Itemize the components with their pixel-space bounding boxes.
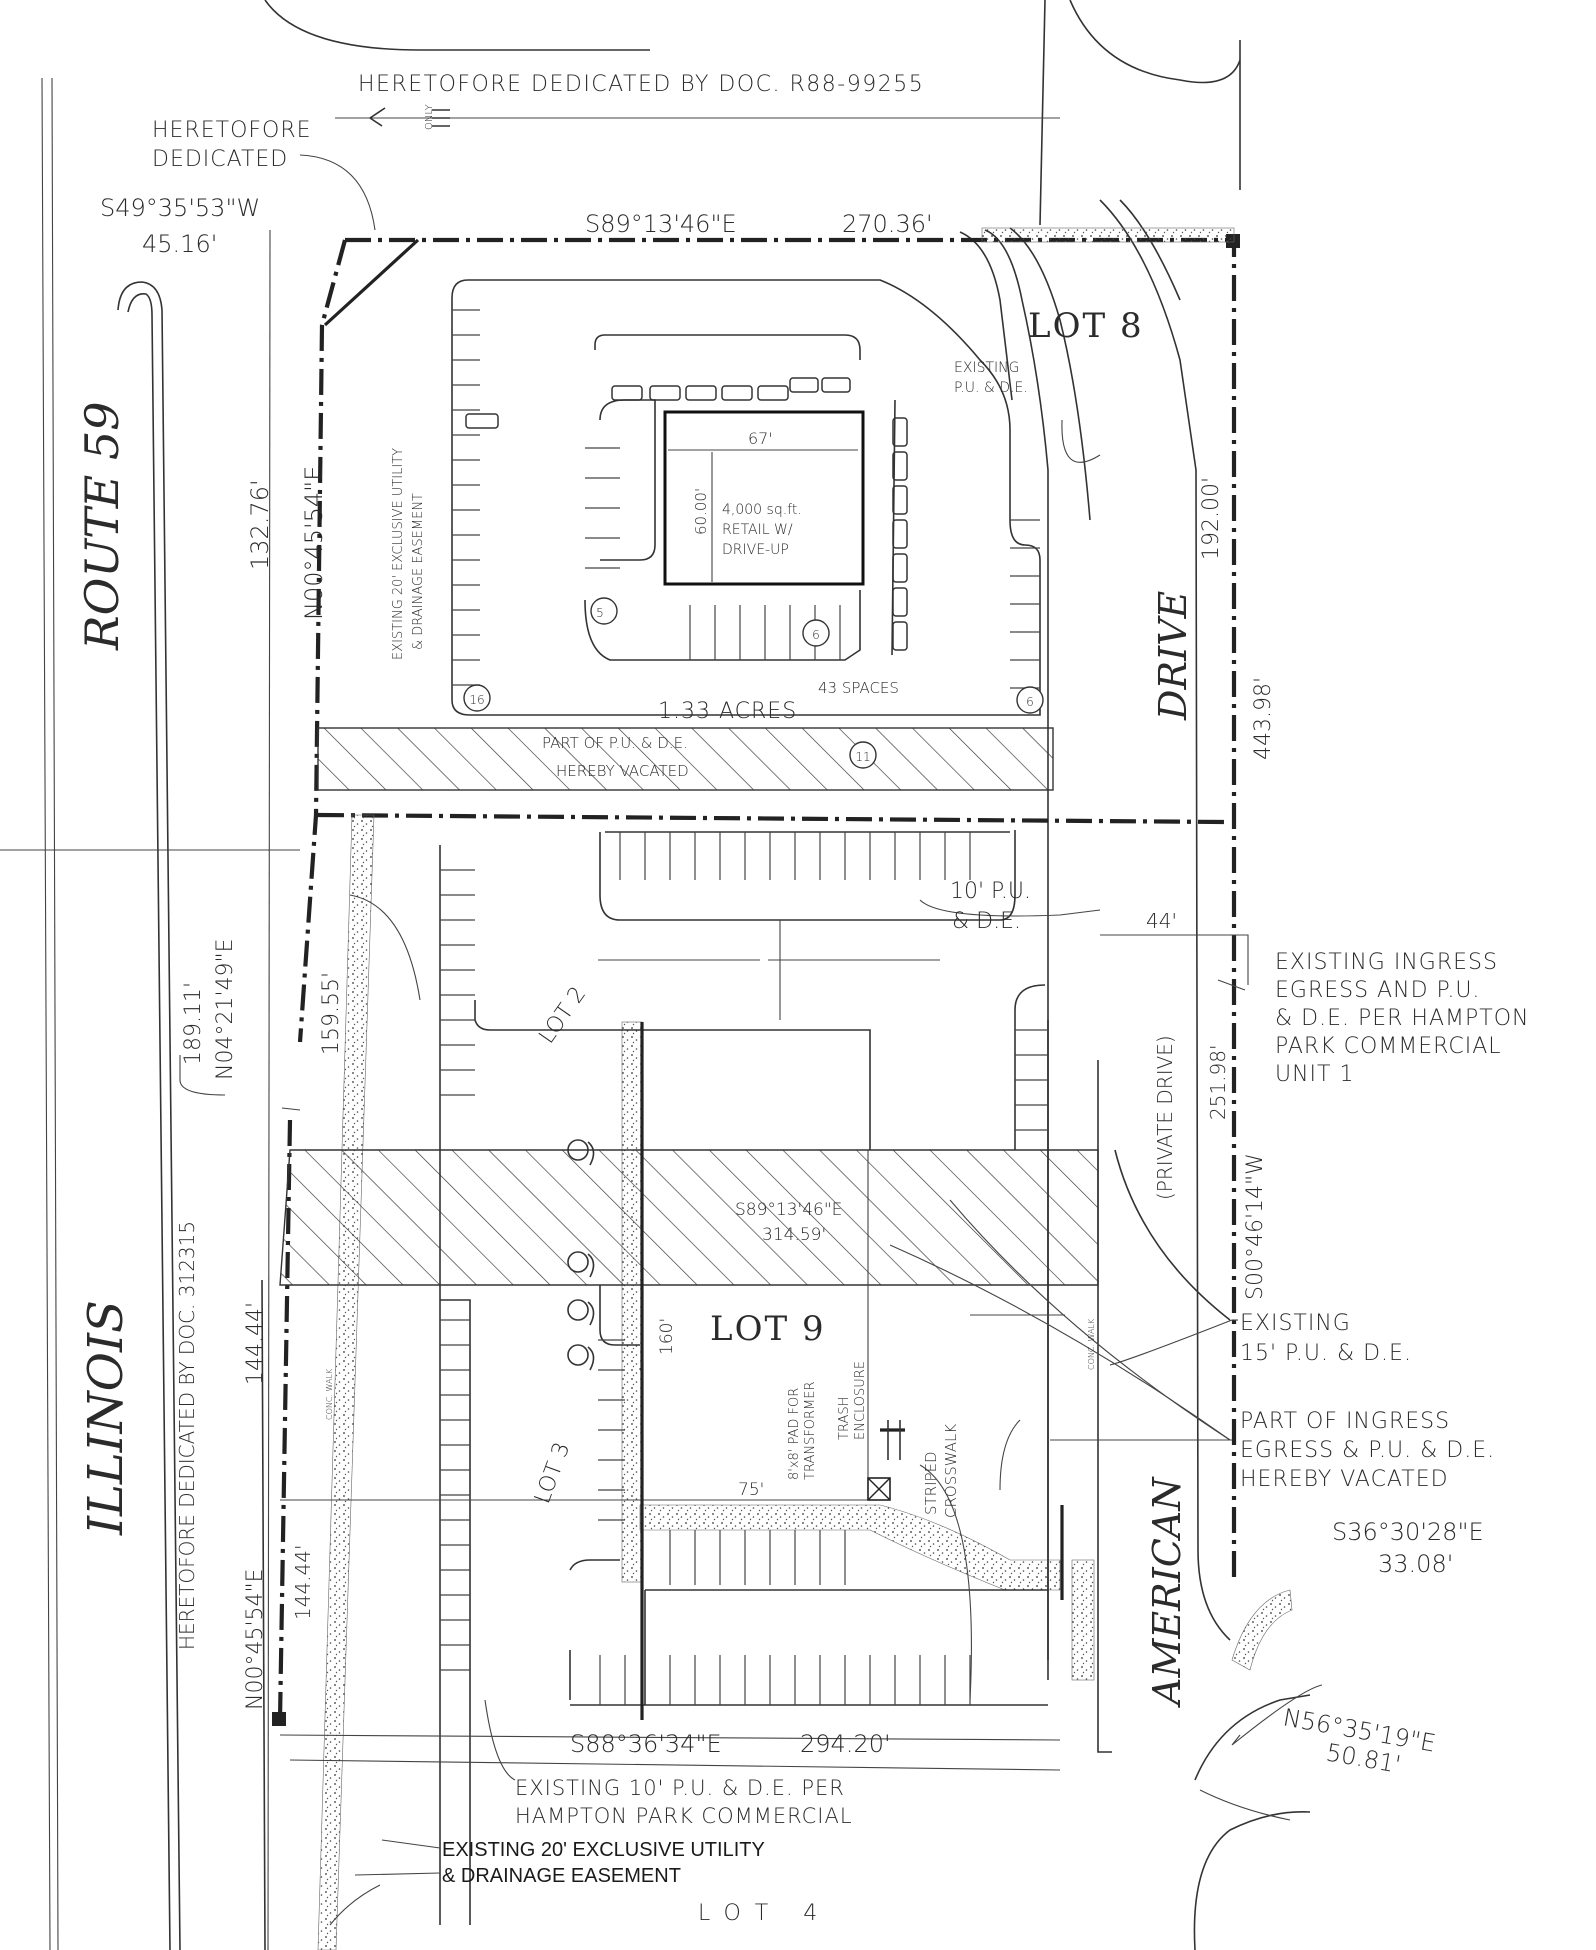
lot-3-label: LOT 3 <box>530 1439 575 1507</box>
fifteen-label-1: EXISTING <box>1240 1311 1351 1336</box>
east-lower-dist: 251.98' <box>1206 1045 1230 1120</box>
illinois-route-59 <box>0 77 300 1950</box>
conc-walk-left: CONC. WALK <box>325 1368 334 1420</box>
private-drive-label: (PRIVATE DRIVE) <box>1153 1035 1177 1200</box>
west-mid-inner: 159.55' <box>319 972 344 1055</box>
lower-parking <box>280 830 1064 1925</box>
existing-pu-de-1: EXISTING <box>954 360 1019 376</box>
fifteen-label-2: 15' P.U. & D.E. <box>1240 1341 1412 1366</box>
building-line-3: DRIVE-UP <box>722 542 789 558</box>
lot-4-label: LOT 4 <box>698 1901 831 1926</box>
stall-count-6a: 6 <box>812 628 820 642</box>
vacated-label-1: PART OF P.U. & D.E. <box>542 734 688 752</box>
lot-2-label: LOT 2 <box>534 982 591 1048</box>
ten-pu-label-2: & D.E. <box>952 909 1021 934</box>
bottom-easement-2: & DRAINAGE EASEMENT <box>442 1865 681 1887</box>
dim-160: 160' <box>657 1318 677 1355</box>
lot-9-label: LOT 9 <box>710 1309 826 1349</box>
part-ingress-3: HEREBY VACATED <box>1240 1467 1449 1492</box>
west-upper-bearing: N00°45'54"E <box>300 466 328 620</box>
south-distance: 294.20' <box>800 1730 891 1758</box>
illinois-label: ILLINOIS <box>78 1300 134 1536</box>
trash-label-1: TRASH <box>837 1397 852 1440</box>
dedicated-doc-label: HERETOFORE DEDICATED BY DOC. R88-99255 <box>358 72 924 97</box>
north-bearing: S89°13'46"E <box>585 210 737 238</box>
trash-label-2: ENCLOSURE <box>853 1361 868 1440</box>
east-lower-bearing: S00°46'14"W <box>1243 1153 1268 1300</box>
conc-walk-label: CONC. WALK <box>1087 1318 1096 1370</box>
ingress-label-3: & D.E. PER HAMPTON <box>1275 1006 1529 1031</box>
doc-312315-label: HERETOFORE DEDICATED BY DOC. 312315 <box>175 1221 199 1650</box>
part-ingress-2: EGRESS & P.U. & D.E. <box>1240 1438 1495 1463</box>
south-ten-2: HAMPTON PARK COMMERCIAL <box>515 1804 853 1828</box>
acres-label: 1.33 ACRES <box>658 699 797 724</box>
ingress-label-5: UNIT 1 <box>1275 1062 1354 1087</box>
retail-building <box>663 410 865 586</box>
building-line-2: RETAIL W/ <box>722 522 793 538</box>
spaces-label: 43 SPACES <box>818 679 899 697</box>
drive-label: DRIVE <box>1151 590 1195 721</box>
east-total-dist: 443.98' <box>1251 677 1276 760</box>
route-59-label: ROUTE 59 <box>75 401 129 651</box>
stall-count-5: 5 <box>596 606 604 620</box>
south-bearing: S88°36'34"E <box>570 1730 722 1758</box>
interior-bearing: S89°13'46"E <box>735 1200 842 1220</box>
west-upper-dist: 132.76' <box>246 479 274 570</box>
stall-count-11: 11 <box>855 750 870 764</box>
lot-8-label: LOT 8 <box>1028 306 1144 346</box>
building-depth: 60.00' <box>692 488 710 535</box>
pad-label-2: TRANSFORMER <box>803 1381 818 1480</box>
easement-vertical-2: & DRAINAGE EASEMENT <box>411 493 426 650</box>
west-mid-bearing: N04°21'49"E <box>213 938 238 1080</box>
building-line-1: 4,000 sq.ft. <box>722 502 802 518</box>
north-distance: 270.36' <box>842 210 933 238</box>
stall-count-16: 16 <box>469 693 484 707</box>
west-lower-inner: 144.44' <box>291 1545 315 1620</box>
easement-vertical-1: EXISTING 20' EXCLUSIVE UTILITY <box>391 448 406 660</box>
ingress-label-1: EXISTING INGRESS <box>1275 950 1498 975</box>
south-ten-1: EXISTING 10' P.U. & D.E. PER <box>515 1776 845 1800</box>
part-ingress-1: PART OF INGRESS <box>1240 1409 1450 1434</box>
vacated-label-2: HEREBY VACATED <box>556 762 689 780</box>
east-upper-dist: 192.00' <box>1199 477 1224 560</box>
stall-count-6b: 6 <box>1026 695 1034 709</box>
pad-label-1: 8'x8' PAD FOR <box>787 1388 802 1480</box>
striped-label-1: STRIPED <box>922 1451 940 1515</box>
interior-dist: 314.59' <box>762 1225 826 1245</box>
dim-75: 75' <box>738 1480 764 1500</box>
ingress-label-2: EGRESS AND P.U. <box>1275 978 1480 1003</box>
ingress-label-4: PARK COMMERCIAL <box>1275 1034 1502 1059</box>
west-lower-bearing: N00°45'54"E <box>243 1568 268 1710</box>
vacated-ingress-egress <box>279 1149 1099 1286</box>
vacated-pu-de-upper <box>317 727 1054 791</box>
dedicated-label-2: DEDICATED <box>152 147 288 172</box>
se-bearing-1: S36°30'28"E <box>1332 1518 1484 1546</box>
dedicated-label-1: HERETOFORE <box>152 118 312 143</box>
existing-pu-de-2: P.U. & D.E. <box>954 380 1028 396</box>
west-mid-dist: 189.11' <box>181 982 206 1065</box>
building-width: 67' <box>748 429 773 448</box>
upper-parking <box>451 279 1041 716</box>
striped-label-2: CROSSWALK <box>942 1424 960 1518</box>
accessible-stalls <box>567 1139 595 1371</box>
bottom-easement-1: EXISTING 20' EXCLUSIVE UTILITY <box>442 1839 765 1861</box>
american-drive <box>959 199 1311 1950</box>
turn-arrow-icon <box>369 107 386 127</box>
ten-pu-label-1: 10' P.U. <box>950 879 1031 904</box>
width-44: 44' <box>1146 909 1177 933</box>
nw-distance: 45.16' <box>142 230 217 258</box>
nw-bearing: S49°35'53"W <box>100 194 260 222</box>
west-lower-dist: 144.44' <box>243 1302 268 1385</box>
american-label: AMERICAN <box>1145 1476 1189 1708</box>
se-dist-1: 33.08' <box>1378 1550 1453 1578</box>
only-mark: ONLY <box>424 104 435 130</box>
